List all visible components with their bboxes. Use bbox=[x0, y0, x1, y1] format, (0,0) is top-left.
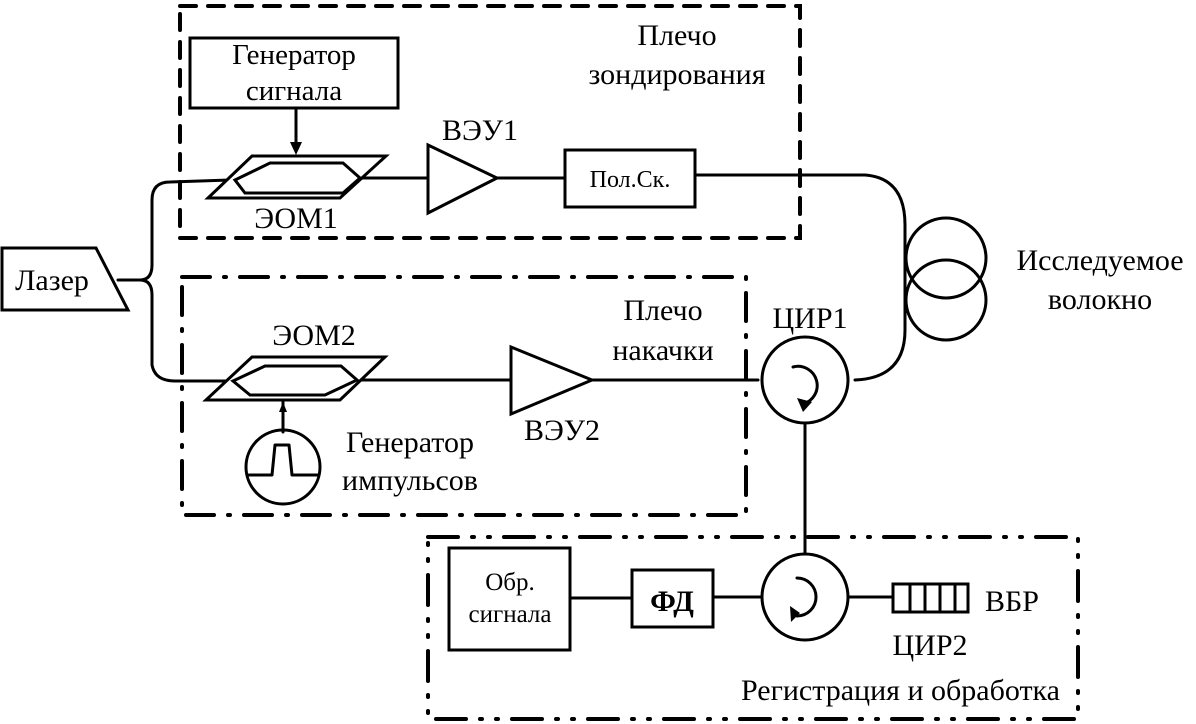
fiber-laser-to-eom2 bbox=[138, 278, 230, 383]
probe-arm-label-1: Плечо bbox=[637, 19, 716, 52]
pump-arm-label-2: накачки bbox=[612, 334, 713, 367]
probe-arm-label-2: зондирования bbox=[588, 58, 765, 91]
circulator1-icon bbox=[760, 335, 850, 425]
signal-generator-block bbox=[188, 36, 400, 110]
pol-scrambler-label: Пол.Ск. bbox=[590, 167, 671, 193]
laser-label: Лазер bbox=[15, 264, 89, 297]
edfa1-amplifier-icon bbox=[426, 142, 501, 216]
signal-processing-label-2: сигнала bbox=[469, 601, 552, 628]
signal-generator-label-1: Генератор bbox=[232, 39, 356, 71]
pulse-generator-label-1: Генератор bbox=[346, 426, 474, 459]
fiber-under-test-label-1: Исследуемое bbox=[1016, 244, 1183, 277]
fiber-under-test-label-2: волокно bbox=[1048, 283, 1152, 316]
signal-processing-block bbox=[447, 546, 572, 652]
eom2-label: ЭОМ2 bbox=[272, 319, 356, 352]
signal-processing-label-1: Обр. bbox=[485, 569, 535, 596]
eom1-label: ЭОМ1 bbox=[254, 202, 338, 235]
edfa2-amplifier-icon bbox=[509, 344, 596, 417]
edfa2-label: ВЭУ2 bbox=[524, 414, 600, 447]
laser-block bbox=[0, 246, 131, 312]
photodetector-label: ФД bbox=[650, 585, 694, 618]
pol-scrambler-block bbox=[563, 148, 697, 209]
edfa1-label: ВЭУ1 bbox=[442, 114, 518, 147]
pulse-generator-icon bbox=[244, 428, 322, 506]
eom1-block bbox=[204, 154, 390, 200]
fbg-grating-icon bbox=[891, 582, 970, 614]
fbg-label: ВБР bbox=[985, 585, 1039, 618]
eom1-waveguide bbox=[232, 161, 363, 195]
pump-arm-region bbox=[180, 275, 748, 517]
arrow-up-icon bbox=[279, 402, 287, 412]
fiber-polsc-to-fut-to-cir1 bbox=[693, 173, 907, 382]
detection-region bbox=[426, 535, 1080, 721]
circulator2-label: ЦИР2 bbox=[892, 629, 967, 662]
photodetector-block bbox=[630, 568, 715, 629]
signal-generator-label-2: сигнала bbox=[246, 75, 342, 107]
pulse-generator-label-2: импульсов bbox=[342, 464, 478, 497]
circulator1-label: ЦИР1 bbox=[772, 302, 847, 335]
detection-region-label: Регистрация и обработка bbox=[741, 674, 1060, 707]
pump-arm-label-1: Плечо bbox=[623, 294, 702, 327]
circulator2-icon bbox=[760, 552, 850, 642]
fiber-coil-icon bbox=[904, 216, 988, 342]
probe-arm-region bbox=[178, 4, 802, 240]
eom2-waveguide bbox=[230, 364, 360, 397]
arrow-down-icon bbox=[290, 142, 302, 155]
